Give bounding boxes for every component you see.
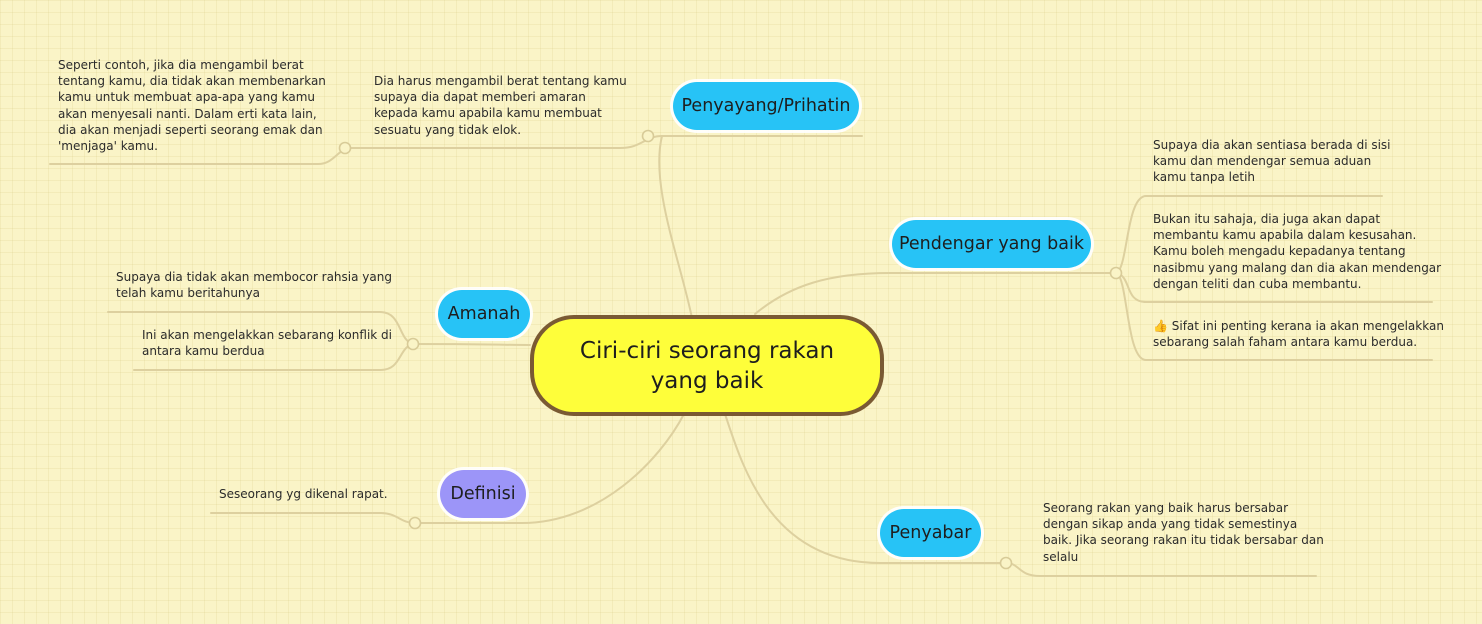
note-amanah-1[interactable]: Supaya dia tidak akan membocor rahsia ya… [116, 270, 392, 301]
topic-amanah[interactable]: Amanah [438, 290, 530, 338]
connector-definisi-note [210, 512, 416, 524]
collapse-knob-amanah [406, 337, 420, 351]
topic-definisi[interactable]: Definisi [440, 470, 526, 518]
topic-pendengar-yang-baik[interactable]: Pendengar yang baik [892, 220, 1091, 268]
note-pendengar-1[interactable]: Supaya dia akan sentiasa berada di sisi … [1153, 138, 1391, 185]
topic-label: Pendengar yang baik [898, 234, 1084, 254]
topic-label: Amanah [447, 304, 521, 324]
topic-penyabar[interactable]: Penyabar [880, 509, 981, 557]
collapse-knob-penyayang [641, 129, 655, 143]
connector-pendengar [754, 272, 1117, 315]
note-penyabar-1[interactable]: Seorang rakan yang baik harus bersabar d… [1043, 501, 1324, 564]
connector-penyabar [724, 413, 1007, 564]
connector-amanah [412, 343, 531, 346]
connector-penyabar-note [1005, 562, 1317, 577]
central-topic[interactable]: Ciri-ciri seorang rakan yang baik [530, 315, 884, 416]
connector-definisi [414, 413, 685, 524]
central-topic-label: Ciri-ciri seorang rakan yang baik [579, 337, 835, 394]
collapse-knob-pendengar [1109, 266, 1123, 280]
topic-label: Penyabar [889, 523, 972, 543]
topic-penyayang-prihatin[interactable]: Penyayang/Prihatin [673, 82, 859, 130]
topic-label: Penyayang/Prihatin [681, 96, 851, 116]
note-amanah-2[interactable]: Ini akan mengelakkan sebarang konflik di… [142, 328, 392, 359]
note-pendengar-3[interactable]: 👍 Sifat ini penting kerana ia akan menge… [1153, 319, 1444, 350]
note-penyayang-2[interactable]: Seperti contoh, jika dia mengambil berat… [58, 58, 326, 154]
note-penyayang-1[interactable]: Dia harus mengambil berat tentang kamu s… [374, 74, 627, 137]
collapse-knob-penyayang-notes [338, 141, 352, 155]
topic-label: Definisi [450, 484, 516, 504]
note-definisi-1[interactable]: Seseorang yg dikenal rapat. [219, 487, 388, 501]
collapse-knob-definisi [408, 516, 422, 530]
note-pendengar-2[interactable]: Bukan itu sahaja, dia juga akan dapat me… [1153, 212, 1442, 291]
collapse-knob-penyabar [999, 556, 1013, 570]
connector-penyayang [658, 135, 863, 319]
